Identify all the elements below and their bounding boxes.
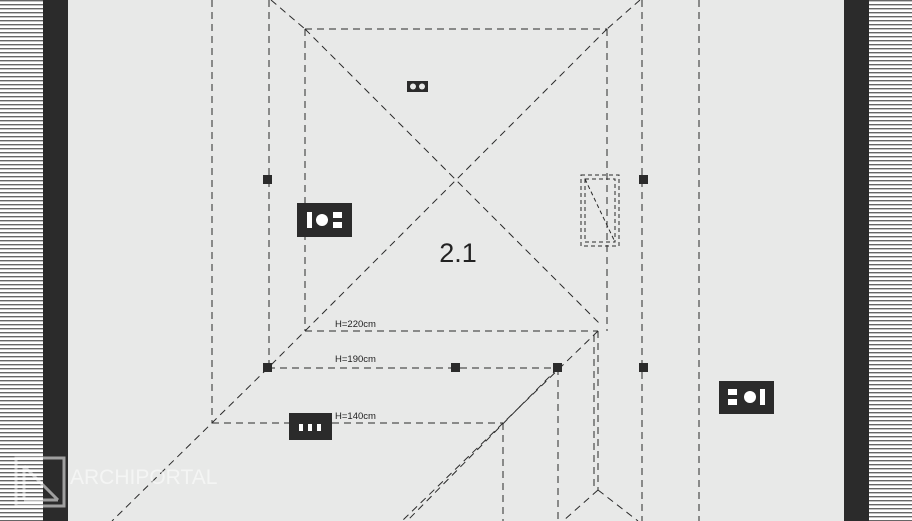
socket-icon — [289, 413, 332, 440]
socket-icon — [297, 203, 352, 237]
left-wall — [43, 0, 68, 521]
height-label-140: H=140cm — [335, 411, 376, 422]
skylight-icon — [580, 174, 620, 247]
roof-lines — [111, 0, 700, 521]
left-wall-hatch — [0, 0, 43, 521]
right-wall — [844, 0, 869, 521]
socket-icon — [407, 81, 428, 92]
watermark-brand: ARCHIPORTAL — [70, 466, 217, 489]
right-wall-hatch — [869, 0, 912, 521]
watermark: ARCHIPORTAL — [14, 456, 217, 508]
room-label: 2.1 — [439, 238, 477, 268]
column-marker-icon — [263, 175, 648, 372]
height-label-220: H=220cm — [335, 319, 376, 330]
socket-icon — [719, 381, 774, 414]
watermark-logo — [14, 456, 66, 508]
height-label-190: H=190cm — [335, 354, 376, 365]
